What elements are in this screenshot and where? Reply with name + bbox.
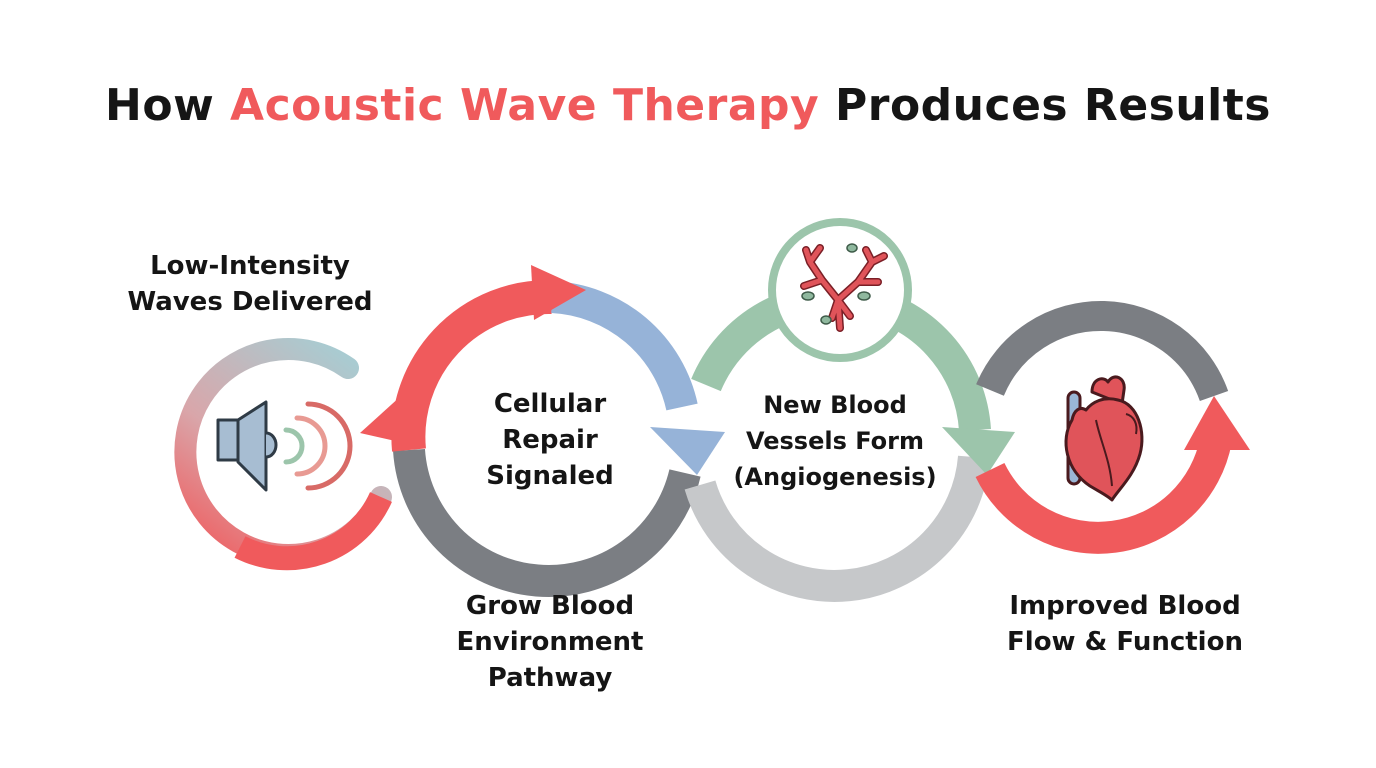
step-3-label-line-2: Vessels Form — [745, 427, 924, 455]
step-1-label: Low-Intensity Waves Delivered — [120, 248, 380, 320]
step-1-arc-red — [234, 491, 392, 571]
step-2-label-line-1: Cellular — [493, 389, 607, 419]
step-3-label-line-3: (Angiogenesis) — [733, 463, 937, 491]
step-3-label-line-1: New Blood — [763, 391, 907, 419]
step-4-label: Improved Blood Flow & Function — [985, 588, 1265, 660]
step-4-arrow-head — [1184, 396, 1250, 450]
step-4-cycle — [975, 301, 1250, 554]
step-2-cycle — [391, 265, 725, 597]
step-2-label: Cellular Repair Signaled — [450, 386, 650, 494]
step-4-arc-gray — [976, 301, 1229, 402]
step-3-cycle — [684, 218, 1015, 602]
step-2-blue-arrow-head — [650, 427, 725, 475]
step-2-arc-gray — [393, 448, 701, 597]
title-suffix: Produces Results — [819, 80, 1271, 131]
step-4-label-line-2: Flow & Function — [1007, 627, 1243, 657]
blood-vessel-icon — [800, 243, 888, 332]
step-2-red-arrow-head — [531, 265, 586, 320]
title-prefix: How — [105, 80, 231, 131]
pathway-label-line-1: Grow Blood — [465, 591, 635, 621]
heart-icon — [1064, 375, 1144, 502]
step-2-label-line-2: Repair — [502, 425, 598, 455]
pathway-label-line-3: Pathway — [487, 663, 613, 693]
pathway-label: Grow Blood Environment Pathway — [430, 588, 670, 696]
step-2-arc-red — [391, 279, 553, 452]
step-4-label-line-1: Improved Blood — [1009, 591, 1241, 621]
step-3-arc-gray — [684, 455, 990, 602]
step-2-arc-blue — [550, 281, 698, 411]
step-1-label-line-2: Waves Delivered — [127, 287, 373, 317]
speaker-icon — [216, 400, 353, 492]
blood-vessel-icon-circle — [768, 218, 912, 362]
title-highlight: Acoustic Wave Therapy — [230, 80, 820, 131]
step-1-label-line-1: Low-Intensity — [150, 251, 350, 281]
step-3-arrow-head — [942, 427, 1015, 475]
step-4-arc-red — [975, 436, 1232, 554]
page-title: How Acoustic Wave Therapy Produces Resul… — [0, 80, 1376, 131]
step-2-label-line-3: Signaled — [486, 461, 614, 491]
pathway-label-line-2: Environment — [456, 627, 644, 657]
step-3-label: New Blood Vessels Form (Angiogenesis) — [720, 387, 950, 495]
